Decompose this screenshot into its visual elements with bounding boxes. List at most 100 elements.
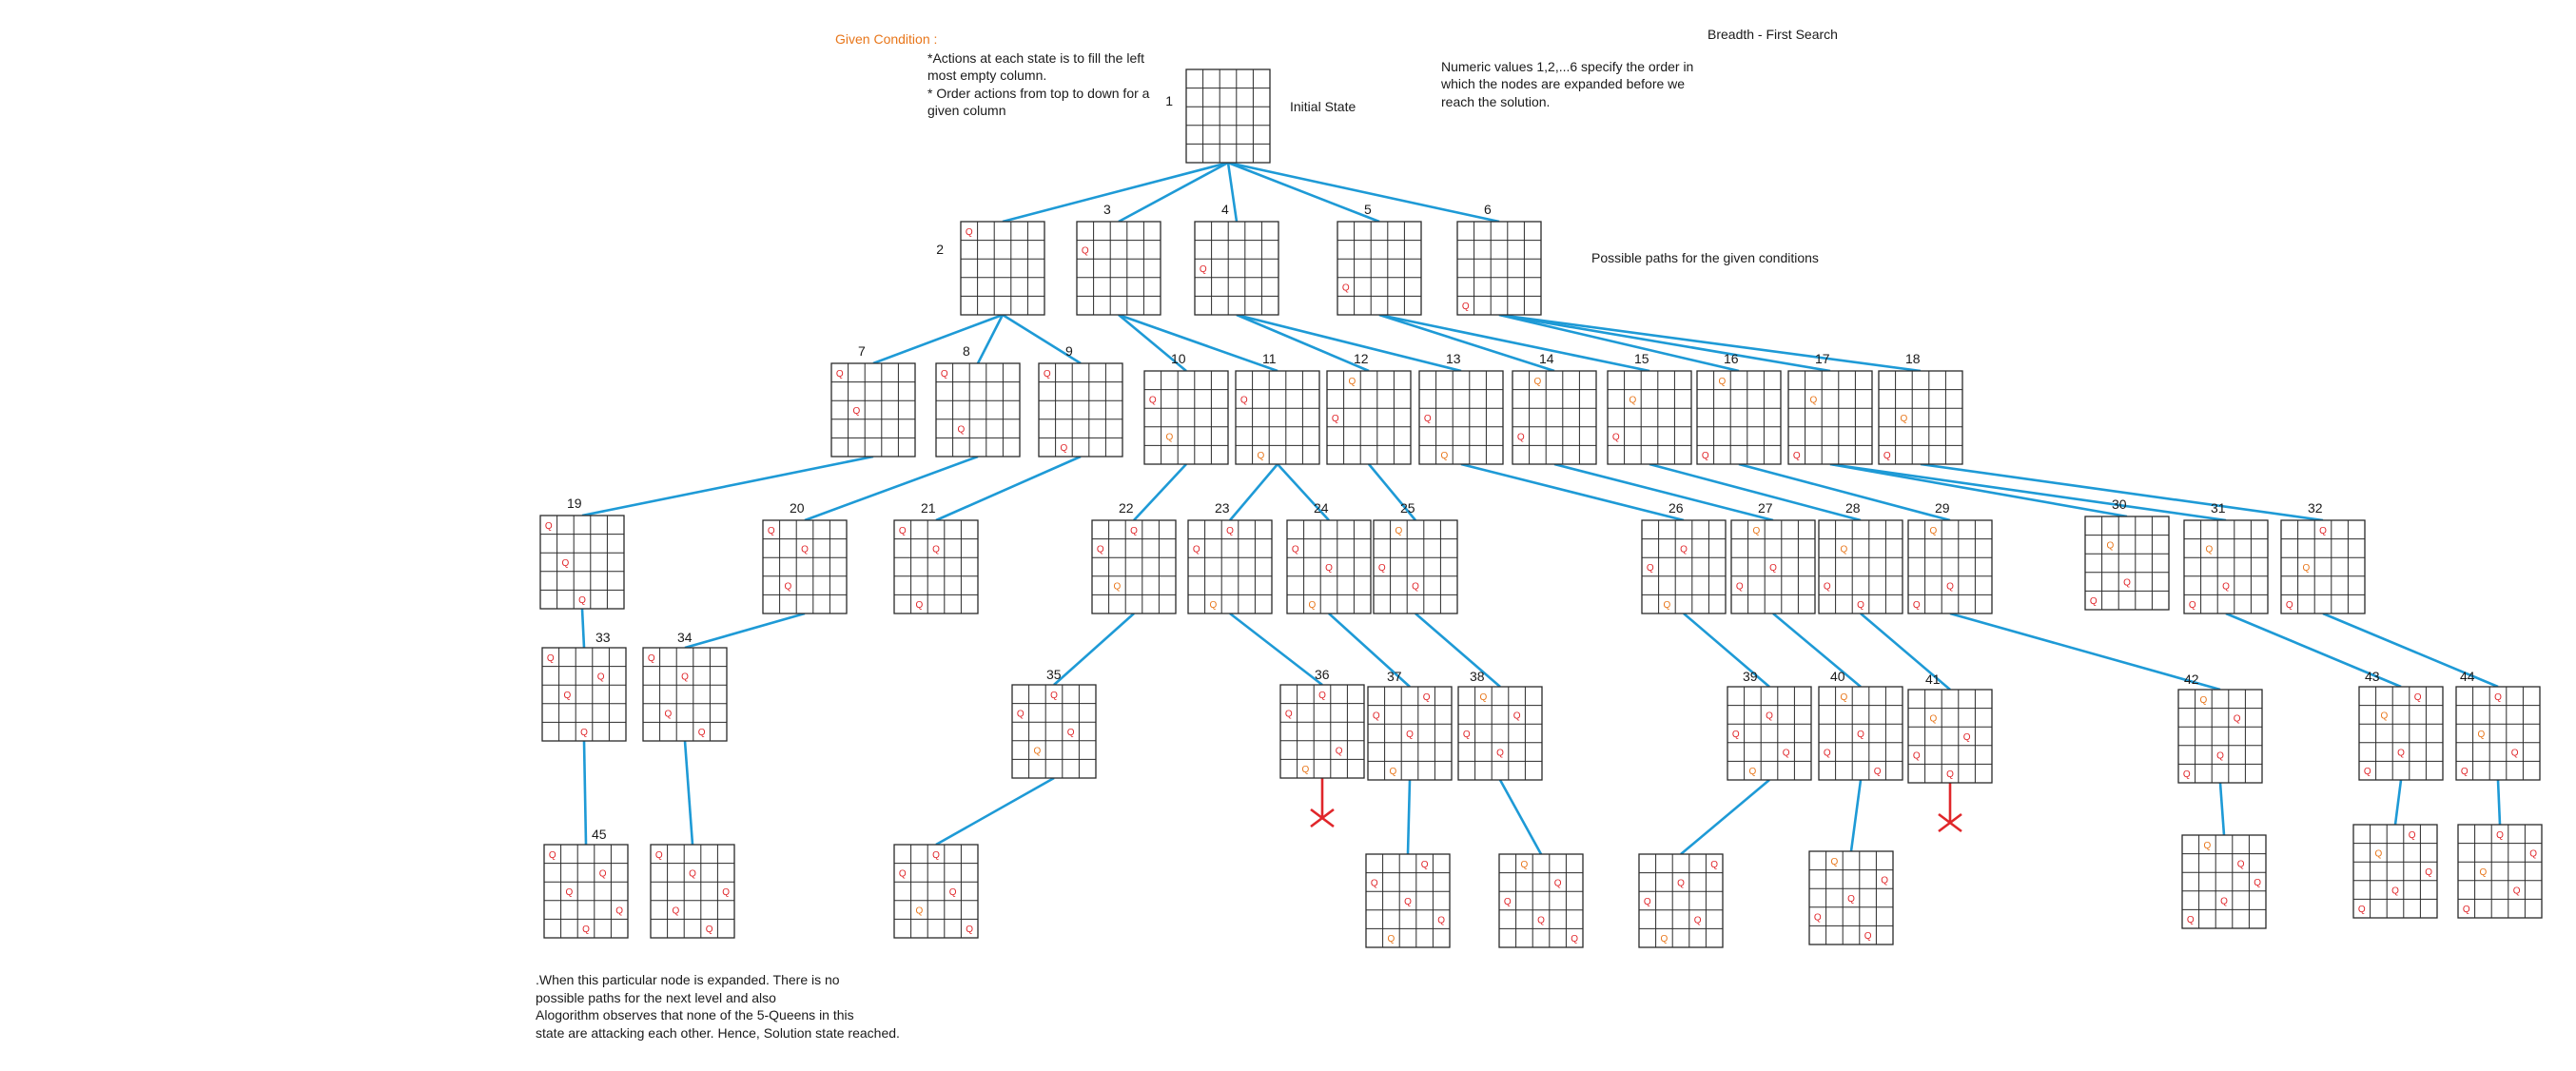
tree-edge-10-22 [1133,463,1187,521]
board-frame [2183,519,2269,614]
node-label: 6 [1484,202,1492,217]
node-label: 31 [2211,500,2226,516]
queen-mark: Q [1480,692,1488,703]
board-frame [1818,686,1903,781]
node-label: 20 [790,500,805,516]
node-label: 36 [1315,667,1330,682]
queen-mark: Q [1349,377,1356,387]
queen-mark: Q [1390,767,1397,777]
queen-mark: Q [2513,886,2521,897]
node-label: 19 [567,496,582,511]
tree-edge-43-s43 [2393,779,2403,826]
queen-mark: Q [1166,433,1174,443]
queen-mark: Q [1373,711,1380,721]
queen-mark: Q [2187,915,2195,925]
node-label: 27 [1758,500,1773,516]
queen-mark: Q [2303,563,2311,574]
tree-edge-1-4 [1226,162,1239,223]
queen-mark: Q [1378,563,1386,574]
node-label: 30 [2112,497,2127,512]
board-frame [893,844,979,939]
tree-edge-26-39 [1683,613,1770,688]
queen-mark: Q [582,925,590,935]
queen-mark: Q [949,887,957,898]
node-label: 28 [1845,500,1861,516]
board-node-5: Q5 [1337,202,1422,316]
node-label: 4 [1221,202,1229,217]
board-frame [1907,689,1993,784]
queen-mark: Q [1719,377,1727,387]
node-label: 42 [2184,672,2199,687]
board-frame [1373,519,1458,614]
tree-edge-40-s40 [1849,779,1863,852]
queen-mark: Q [1395,526,1403,536]
queen-mark: Q [655,850,663,861]
queen-mark: Q [1424,414,1432,424]
queen-mark: Q [2381,711,2389,721]
tree-edge-31-43 [2225,612,2402,689]
queen-mark: Q [1061,443,1068,454]
queen-mark: Q [1857,600,1864,611]
node-label: 18 [1905,351,1921,366]
board-frame [1512,370,1597,465]
board-frame [1143,370,1229,465]
board-node-7: QQ7 [830,343,916,458]
tree-edge-34-s34 [683,740,694,846]
tree-edge-32-44 [2322,612,2499,689]
node-label: 9 [1065,343,1073,359]
queen-mark: Q [1913,751,1921,762]
tree-edge-1-2 [1002,161,1229,224]
initial-state-label: Initial State [1290,99,1356,114]
board-frame [2084,516,2170,611]
board-frame [1418,370,1504,465]
queen-mark: Q [2254,878,2261,888]
board-frame [1498,853,1584,948]
queen-mark: Q [2222,582,2230,593]
queen-mark: Q [1404,897,1412,907]
tree-edge-6-16 [1498,313,1740,373]
tree-edge-37-s37 [1406,779,1412,855]
queen-mark: Q [1661,934,1669,944]
queen-mark: Q [2206,544,2214,555]
tree-edge-17-30 [1829,462,2128,518]
queen-mark: Q [665,710,673,720]
condition-line-1: *Actions at each state is to fill the le… [927,50,1145,66]
queen-mark: Q [1824,582,1831,593]
queen-mark: Q [2397,749,2405,759]
tree-edge-22-35 [1053,613,1135,686]
queen-mark: Q [564,691,572,701]
queen-mark: Q [1371,878,1378,888]
queen-mark: Q [1874,767,1882,777]
queen-mark: Q [1521,860,1529,870]
queen-mark: Q [2220,897,2228,907]
queen-mark: Q [853,406,861,417]
queen-mark: Q [1749,767,1757,777]
tree-edge-2-9 [1002,313,1082,365]
node-label: 8 [963,343,970,359]
board-frame [830,362,916,458]
node-label: 2 [936,242,944,257]
queen-mark: Q [1664,600,1671,611]
queen-mark: Q [1946,769,1954,780]
queen-mark: Q [1847,894,1855,905]
board-frame [1638,853,1724,948]
tree-edge-4-13 [1236,313,1462,373]
queen-mark: Q [2463,905,2470,915]
tree-edge-24-37 [1328,613,1411,688]
node-label: 15 [1634,351,1649,366]
queen-mark: Q [1864,931,1872,942]
